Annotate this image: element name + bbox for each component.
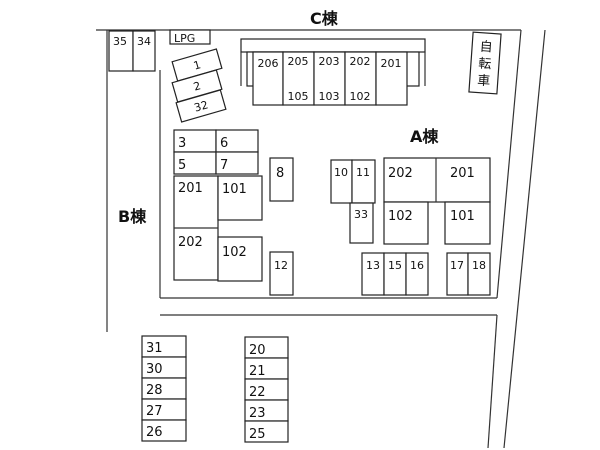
b-room-101	[217, 175, 263, 221]
parking-space-16	[405, 252, 429, 296]
b-building: 201 101 202 102	[173, 175, 263, 282]
parking-17-18: 17 18	[446, 252, 491, 296]
a-building-upper-wing	[383, 157, 491, 203]
space-label-22: 22	[249, 385, 266, 400]
space-label-26: 26	[146, 425, 163, 440]
lower-lot-right-line	[487, 314, 498, 449]
c-room-label-203: 203	[319, 55, 340, 68]
c-room-label-206: 206	[258, 57, 279, 70]
parking-space-7	[215, 151, 259, 175]
c-room-label-103: 103	[319, 90, 340, 103]
space-label-30: 30	[146, 362, 163, 377]
inner-right-line	[496, 29, 522, 299]
a-room-label-102: 102	[388, 209, 413, 224]
space-label-18: 18	[472, 259, 486, 272]
parking-space-32	[175, 89, 227, 123]
parking-space-33	[349, 202, 374, 244]
space-label-13: 13	[366, 259, 380, 272]
b-room-label-202: 202	[178, 235, 203, 250]
parking-space-35	[108, 30, 134, 72]
b-room-102	[217, 236, 263, 282]
parking-3-7: 3 6 5 7	[173, 129, 259, 175]
parking-space-8	[269, 157, 294, 202]
space-label-8: 8	[276, 166, 284, 181]
b-room-label-201: 201	[178, 181, 203, 196]
space-label-2: 2	[192, 79, 202, 93]
c-room-201	[375, 51, 408, 106]
b-room-label-102: 102	[222, 245, 247, 260]
parking-space-32-group: 32	[175, 89, 227, 123]
space-label-23: 23	[249, 406, 266, 421]
a-room-102	[383, 201, 429, 245]
space-label-11: 11	[356, 166, 370, 179]
space-label-33: 33	[354, 208, 368, 221]
c-building-balcony	[240, 38, 426, 53]
space-label-7: 7	[220, 158, 228, 173]
space-label-35: 35	[113, 35, 127, 48]
b-room-label-101: 101	[222, 182, 247, 197]
parking-13-16: 13 15 16	[361, 252, 429, 296]
a-building-label: A棟	[410, 127, 439, 146]
space-label-34: 34	[137, 35, 151, 48]
space-label-28: 28	[146, 383, 163, 398]
space-label-21: 21	[249, 364, 266, 379]
a-room-label-201: 201	[450, 166, 475, 181]
a-room-101	[444, 201, 491, 245]
site-boundary	[96, 29, 546, 449]
space-label-15: 15	[388, 259, 402, 272]
space-label-16: 16	[410, 259, 424, 272]
b-building-label: B棟	[118, 207, 147, 226]
c-room-label-205: 205	[288, 55, 309, 68]
parking-column-east: 20 21 22 23 25	[244, 336, 289, 443]
c-room-label-102: 102	[350, 90, 371, 103]
c-room-203-103	[313, 51, 346, 106]
c-building-label: C棟	[310, 9, 339, 28]
space-label-32: 32	[193, 98, 210, 114]
a-building: 202 201 102 101	[383, 157, 491, 245]
c-room-label-105: 105	[288, 90, 309, 103]
parking-space-12	[269, 251, 294, 296]
c-room-206	[252, 51, 284, 106]
road-edge-line	[503, 29, 546, 449]
parking-space-26	[141, 419, 187, 442]
c-room-label-201: 201	[381, 57, 402, 70]
space-label-31: 31	[146, 341, 163, 356]
lpg-label: LPG	[174, 32, 195, 45]
c-room-205-105	[282, 51, 315, 106]
lpg-storage	[169, 29, 211, 45]
a-room-label-202: 202	[388, 166, 413, 181]
c-building: 206 205 203 202 201 105 103 102	[240, 38, 426, 106]
bike-shed-char-1: 自	[479, 40, 493, 56]
bike-shed: 自 転 車	[468, 31, 502, 95]
space-label-17: 17	[450, 259, 464, 272]
space-label-10: 10	[334, 166, 348, 179]
a-room-label-101: 101	[450, 209, 475, 224]
space-label-20: 20	[249, 343, 266, 358]
parking-column-west: 31 30 28 27 26	[141, 335, 187, 442]
parking-10-11-33: 10 11 33	[330, 159, 376, 244]
space-label-27: 27	[146, 404, 163, 419]
parking-space-18	[467, 252, 491, 296]
parking-space-34	[132, 30, 156, 72]
bike-shed-char-2: 転	[478, 57, 492, 73]
space-label-1: 1	[192, 58, 202, 72]
parking-35-34: 35 34	[108, 30, 156, 72]
space-label-25: 25	[249, 427, 266, 442]
space-label-6: 6	[220, 136, 228, 151]
bike-shed-char-3: 車	[477, 74, 491, 90]
space-label-5: 5	[178, 158, 186, 173]
space-label-3: 3	[178, 136, 186, 151]
c-room-label-202: 202	[350, 55, 371, 68]
parking-space-25	[244, 420, 289, 443]
space-label-12: 12	[274, 259, 288, 272]
bike-shed-box	[468, 31, 502, 95]
